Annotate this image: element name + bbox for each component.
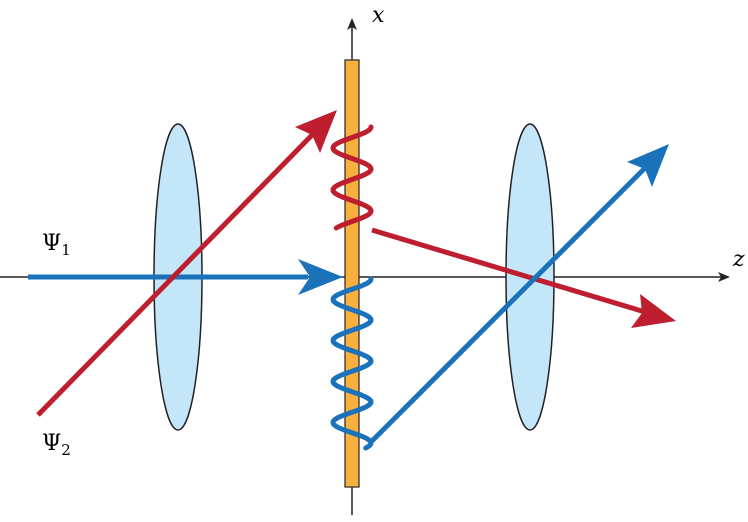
red-arrowhead-out [631, 294, 676, 328]
blue-arrowhead-in [298, 259, 343, 295]
red-output-beam [371, 227, 676, 328]
blue-output-beam [370, 144, 669, 443]
blue-arrowhead-out [627, 144, 669, 187]
blue-wave-spring [330, 276, 374, 451]
metasurface-plate [344, 59, 360, 488]
x-axis-label: x [372, 3, 385, 28]
z-axis-label: z [732, 247, 745, 272]
red-incident-beam [36, 110, 337, 417]
psi1-label: Ψ1 [42, 231, 71, 259]
red-wave-spring [330, 124, 374, 231]
psi2-label: Ψ2 [42, 431, 71, 459]
red-arrowhead-in [295, 110, 337, 153]
blue-incident-beam [28, 259, 343, 295]
